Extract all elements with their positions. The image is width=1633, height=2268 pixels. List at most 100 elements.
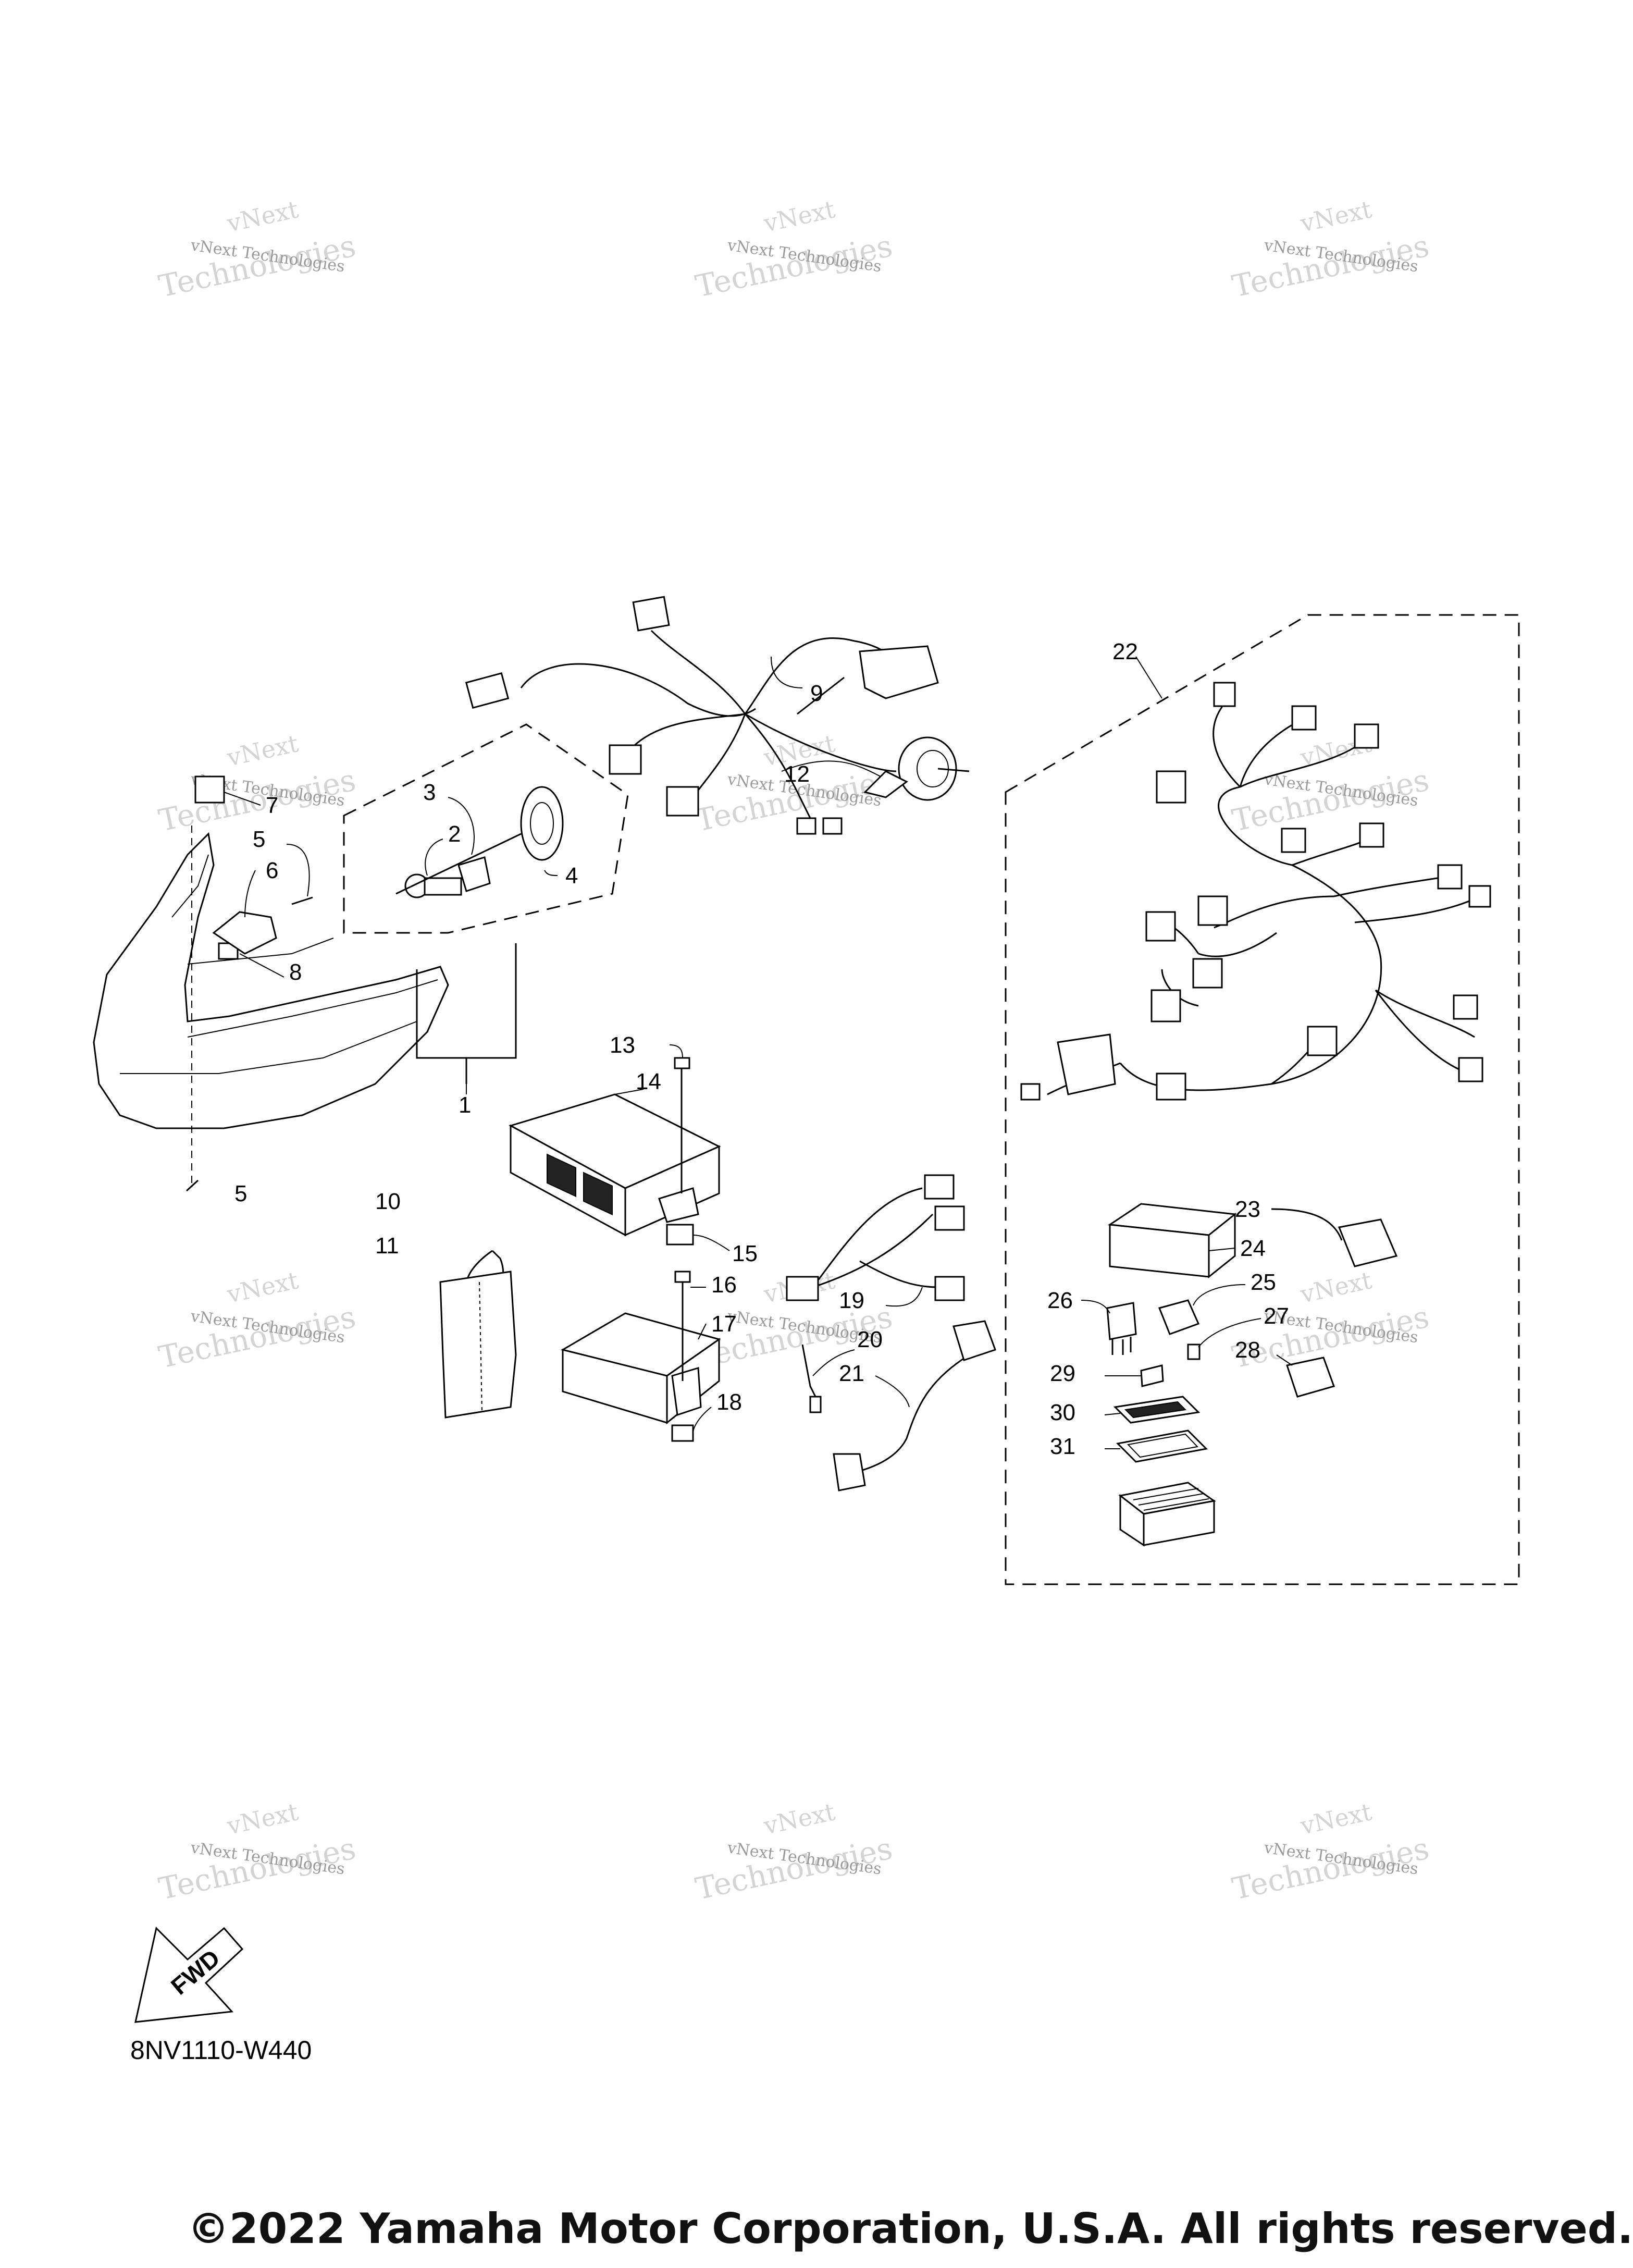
callout-25: 25	[1251, 1269, 1276, 1295]
harness-branch	[1198, 932, 1277, 957]
fuse-body	[1140, 1364, 1164, 1387]
lead-wire	[812, 1187, 923, 1288]
harness-connector	[1458, 1057, 1483, 1082]
watermark-large-vnext: vNext	[761, 195, 838, 238]
connector-23	[1271, 1208, 1398, 1267]
main-harness-group-box	[1005, 614, 1520, 1585]
headlight-bracket-6	[212, 911, 277, 955]
horn-bracket	[863, 770, 908, 798]
leader-12	[781, 760, 881, 777]
leader-5a	[286, 844, 310, 897]
harness-branch	[1375, 990, 1470, 1075]
callout-18: 18	[716, 1389, 742, 1415]
diagram-code: 8NV1110-W440	[130, 2036, 312, 2065]
leader-18	[692, 1407, 712, 1434]
connector-28	[1286, 1357, 1335, 1398]
harness-relay-box	[1057, 1033, 1116, 1095]
relay-26	[1106, 1302, 1137, 1355]
harness-connector	[1453, 994, 1478, 1020]
callout-23: 23	[1235, 1197, 1260, 1222]
harness-connector	[1192, 958, 1223, 989]
harness-connector	[1145, 911, 1176, 942]
callout-4: 4	[565, 863, 578, 889]
callouts: 1 2 3 4 5 5 6 7 8 9 10 11 12 13 14 15 16…	[234, 639, 1289, 1459]
leader-lines	[224, 656, 1293, 1449]
harness-terminal	[796, 817, 817, 835]
watermark-large-vnext: vNext	[1297, 1266, 1375, 1309]
harness-connector-large	[859, 645, 939, 699]
harness-branch	[1354, 895, 1480, 923]
watermark-mid-right: vNext Technologies vNext Technologies	[1229, 729, 1432, 839]
harness-wire	[650, 630, 746, 714]
leader-22	[1135, 656, 1162, 699]
harness-branch	[1213, 703, 1241, 788]
cover-sheet-11	[439, 1271, 517, 1419]
callout-11: 11	[375, 1233, 399, 1259]
horn-body	[898, 736, 957, 801]
lead-connector	[934, 1276, 965, 1301]
leader-4	[544, 870, 558, 876]
ecu-unit	[509, 1093, 721, 1237]
leader-2	[425, 839, 443, 876]
connector-lead	[1271, 1208, 1343, 1241]
callout-13: 13	[610, 1032, 635, 1058]
fuse-box-cover-24	[1107, 1203, 1237, 1279]
bolt-16-head	[674, 1271, 691, 1283]
callout-16: 16	[711, 1272, 737, 1298]
connector-body	[1286, 1357, 1335, 1398]
fuse-box-slots	[1133, 1488, 1209, 1511]
leader-7	[224, 792, 261, 806]
copyright-notice: ©2022 Yamaha Motor Corporation, U.S.A. A…	[188, 2204, 1633, 2253]
leader-17	[698, 1323, 707, 1340]
horn	[863, 736, 970, 801]
watermark-large-vnext: vNext	[1297, 1797, 1375, 1840]
leader-19	[885, 1287, 923, 1307]
lid-inner	[1127, 1433, 1199, 1458]
label-print	[1124, 1401, 1187, 1419]
lid-frame	[1116, 1429, 1208, 1463]
callout-9: 9	[810, 681, 823, 706]
callout-14: 14	[636, 1069, 661, 1094]
headlight-bracket-7	[194, 775, 225, 804]
leader-8	[239, 953, 284, 978]
harness-terminal	[1020, 1083, 1041, 1101]
harness-wire	[744, 713, 814, 824]
callout-21: 21	[839, 1361, 864, 1386]
leader-30	[1104, 1413, 1121, 1415]
watermark-large-vnext: vNext	[224, 729, 301, 772]
callout-5-upper: 5	[253, 827, 265, 852]
fuse-label-30	[1113, 1396, 1201, 1424]
lead-wire	[844, 1354, 970, 1476]
leader-6	[244, 870, 256, 918]
watermark-lower-left: vNext Technologies vNext Technologies	[156, 1266, 359, 1375]
bulb-socket-ring	[457, 856, 491, 892]
fwd-arrow-icon: FWD	[134, 1927, 244, 2023]
harness-branch	[1240, 739, 1366, 788]
fwd-arrow-outline	[134, 1927, 244, 2023]
harness-connector	[666, 786, 699, 817]
callout-12: 12	[784, 761, 810, 787]
harness-connector	[465, 672, 510, 709]
callout-24: 24	[1240, 1236, 1266, 1261]
callout-22: 22	[1112, 639, 1138, 664]
control-unit-mount	[671, 1367, 702, 1416]
lead-connector	[924, 1174, 955, 1200]
leader-28	[1276, 1354, 1293, 1366]
harness-branch	[1333, 874, 1454, 897]
leader-15	[692, 1235, 730, 1251]
harness-terminal	[822, 817, 843, 835]
ecu-connector-port	[583, 1172, 613, 1216]
harness-connector	[609, 744, 642, 775]
sensor-tip	[809, 1396, 822, 1413]
watermark-large-vnext: vNext	[761, 1797, 838, 1840]
callout-19: 19	[839, 1288, 864, 1313]
harness-branch	[1214, 895, 1334, 929]
leader-line	[395, 833, 522, 895]
harness-connector	[1156, 1073, 1186, 1101]
fuse-29	[1140, 1364, 1164, 1387]
lead-connector-large	[952, 1320, 996, 1361]
cover-side	[1208, 1212, 1236, 1279]
ecu-connector-port	[547, 1153, 576, 1198]
harness-terminal	[1468, 885, 1491, 908]
